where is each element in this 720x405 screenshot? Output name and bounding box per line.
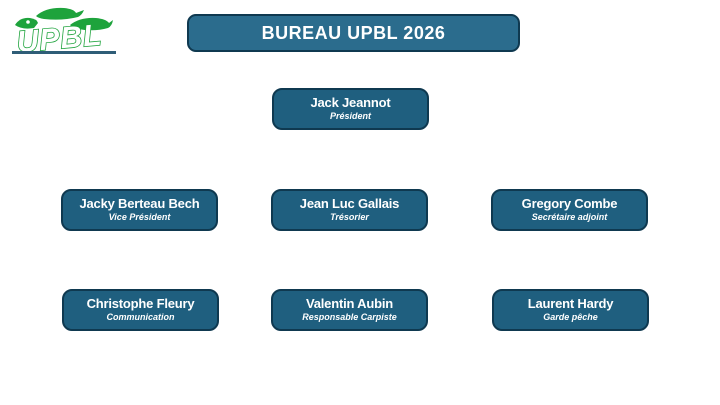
member-name: Jean Luc Gallais	[299, 196, 400, 212]
upbl-logo: UPBL	[12, 4, 116, 56]
member-role: Vice Président	[108, 212, 171, 223]
member-role: Communication	[106, 312, 175, 323]
org-node-communication: Christophe Fleury Communication	[62, 289, 219, 331]
member-name: Valentin Aubin	[305, 296, 393, 312]
page-title: BUREAU UPBL 2026	[261, 22, 446, 43]
title-banner: BUREAU UPBL 2026	[187, 14, 520, 52]
org-node-secretaire-adjoint: Gregory Combe Secrétaire adjoint	[491, 189, 648, 231]
logo-underline	[12, 51, 116, 54]
member-role: Responsable Carpiste	[302, 312, 397, 323]
member-role: Secrétaire adjoint	[531, 212, 608, 223]
member-role: Trésorier	[330, 212, 369, 223]
logo-wordmark: UPBL	[15, 19, 103, 56]
member-name: Gregory Combe	[521, 196, 618, 212]
member-name: Christophe Fleury	[86, 296, 195, 312]
carp-fish-logo-icon: UPBL	[12, 7, 116, 56]
org-node-responsable-carpiste: Valentin Aubin Responsable Carpiste	[271, 289, 428, 331]
org-node-vice-president: Jacky Berteau Bech Vice Président	[61, 189, 218, 231]
org-node-president: Jack Jeannot Président	[272, 88, 429, 130]
member-role: Garde pêche	[543, 312, 598, 323]
member-name: Jacky Berteau Bech	[79, 196, 200, 212]
member-name: Laurent Hardy	[527, 296, 614, 312]
org-node-tresorier: Jean Luc Gallais Trésorier	[271, 189, 428, 231]
member-role: Président	[329, 111, 371, 122]
member-name: Jack Jeannot	[310, 95, 391, 111]
org-node-garde-peche: Laurent Hardy Garde pêche	[492, 289, 649, 331]
